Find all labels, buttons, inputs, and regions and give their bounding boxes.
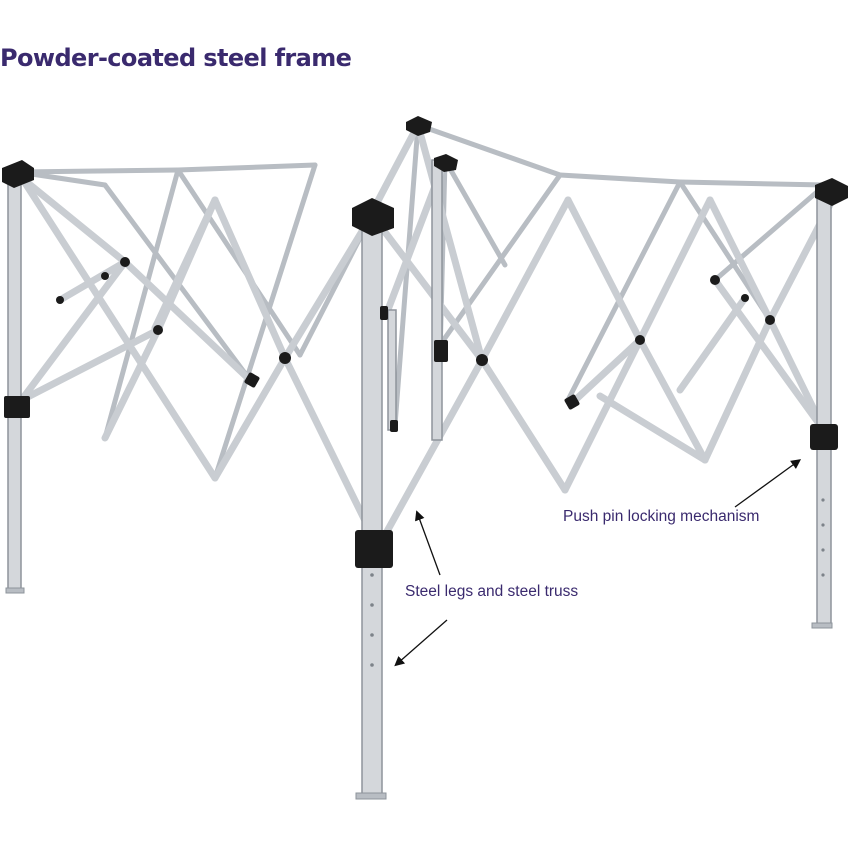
arrow-lock <box>734 459 802 508</box>
steel-legs <box>7 159 832 796</box>
corner-cap-center <box>352 198 394 236</box>
back-truss <box>15 122 828 481</box>
front-truss <box>14 121 839 539</box>
leg-left <box>7 174 22 591</box>
arrow-legs-down <box>394 619 448 667</box>
back-cap <box>434 154 458 172</box>
annotation-arrows <box>394 459 802 667</box>
push-pin-lock-left <box>4 396 30 418</box>
connectors <box>2 116 848 568</box>
leg-back-left <box>387 309 397 431</box>
page-title: Powder-coated steel frame <box>0 44 352 72</box>
push-pin-lock-center <box>355 530 393 568</box>
leg-center-front <box>361 224 383 796</box>
corner-cap-left <box>2 160 34 188</box>
label-push-pin-lock: Push pin locking mechanism <box>563 508 760 525</box>
label-steel-legs: Steel legs and steel truss <box>405 583 579 600</box>
leg-back-center <box>431 159 443 441</box>
leg-right <box>816 194 832 626</box>
peak-cap <box>406 116 432 136</box>
push-pin-lock-right <box>810 424 838 450</box>
arrow-legs-up <box>415 510 441 576</box>
corner-cap-right <box>815 178 848 206</box>
